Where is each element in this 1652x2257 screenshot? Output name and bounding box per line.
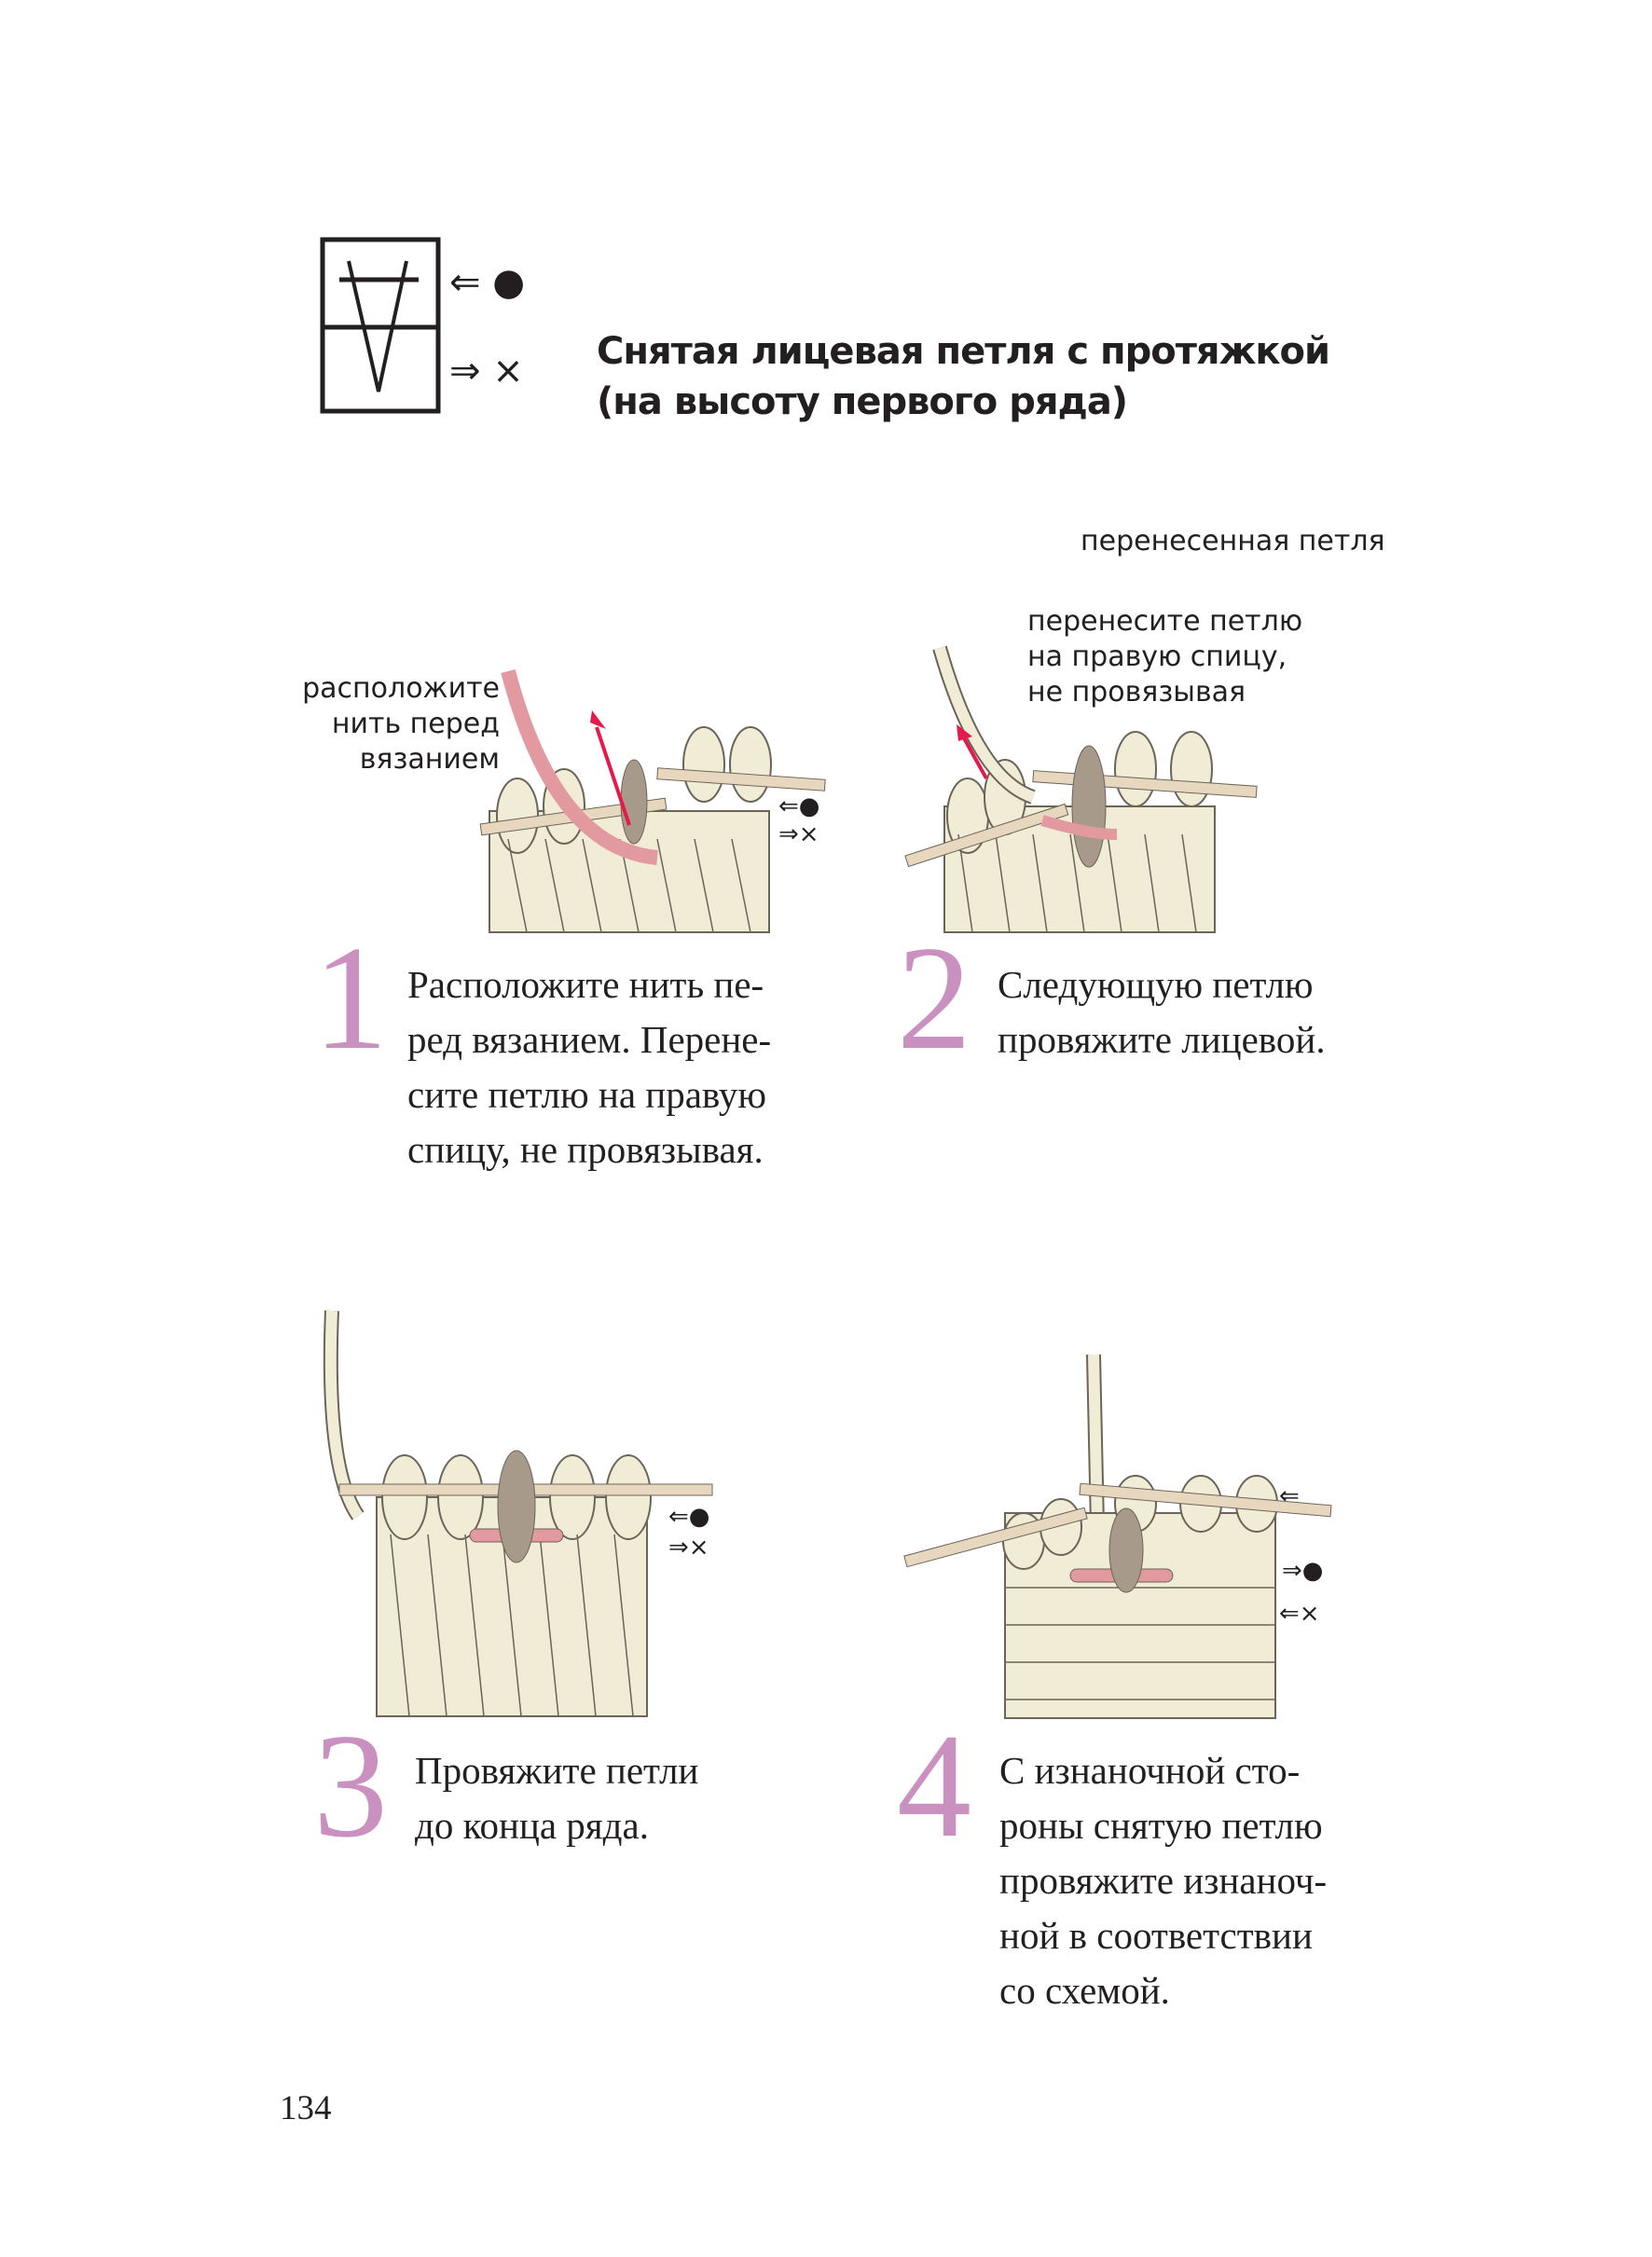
title-line-2: (на высоту первого ряда) <box>597 380 1128 423</box>
row-marker: ⇐× <box>1279 1600 1320 1628</box>
step-line: Расположите нить пе- <box>407 963 764 1006</box>
row-marker-top: ⇐ ● <box>449 261 526 304</box>
step-line: до конца ряда. <box>415 1804 649 1847</box>
step-line: провяжите изнаноч- <box>999 1859 1328 1902</box>
step-line: сите петлю на правую <box>407 1073 766 1116</box>
label-step2: перенесите петлю на правую спицу, не про… <box>1027 604 1302 710</box>
step-4-text: С изнаночной сто- роны снятую петлю пров… <box>999 1743 1327 2018</box>
label-line: нить перед <box>331 708 500 740</box>
step-number: 2 <box>897 915 971 1080</box>
row-marker: ⇒× <box>778 820 819 848</box>
chart-symbol-icon <box>320 237 441 414</box>
step-2-text: Следующую петлю провяжите лицевой. <box>998 957 1326 1067</box>
label-line: перенесите петлю <box>1027 605 1303 638</box>
step-line: со схемой. <box>999 1969 1170 2012</box>
step-line: спицу, не провязывая. <box>407 1128 764 1171</box>
row-marker: ⇐ <box>1279 1482 1300 1510</box>
illustration-step3 <box>323 1310 713 1717</box>
label-line: расположите <box>302 672 500 705</box>
step-line: ред вязанием. Перене- <box>407 1018 772 1061</box>
label-line: вязанием <box>359 743 500 776</box>
page-title: Снятая лицевая петля с протяжкой (на выс… <box>597 326 1330 427</box>
step-number: 1 <box>313 915 388 1080</box>
row-marker: ⇐● <box>778 792 820 820</box>
label-step1: расположите нить перед вязанием <box>295 671 500 778</box>
step-line: Провяжите петли <box>415 1749 699 1792</box>
label-line: не провязывая <box>1027 676 1246 709</box>
row-marker: ⇒● <box>1282 1557 1324 1585</box>
step-line: С изнаночной сто- <box>999 1749 1301 1792</box>
label-transferred-loop: перенесенная петля <box>1081 525 1385 557</box>
step-number: 3 <box>313 1702 388 1868</box>
illustration-step1 <box>479 668 826 933</box>
step-line: Следующую петлю <box>998 963 1314 1006</box>
illustration-step4 <box>903 1354 1332 1719</box>
step-3-text: Провяжите петли до конца ряда. <box>415 1743 698 1853</box>
row-marker: ⇐● <box>668 1503 710 1531</box>
label-line: на правую спицу, <box>1027 640 1287 673</box>
row-marker: ⇒× <box>668 1534 709 1562</box>
step-line: провяжите лицевой. <box>998 1018 1326 1061</box>
step-1-text: Расположите нить пе- ред вязанием. Перен… <box>407 957 771 1177</box>
row-marker-bottom: ⇒ × <box>449 350 524 392</box>
illustration-step2 <box>904 645 1258 933</box>
step-line: ной в соответствии <box>999 1914 1313 1957</box>
page-number: 134 <box>280 2089 332 2127</box>
step-line: роны снятую петлю <box>999 1804 1323 1847</box>
step-number: 4 <box>897 1702 971 1868</box>
title-line-1: Снятая лицевая петля с протяжкой <box>597 330 1330 373</box>
